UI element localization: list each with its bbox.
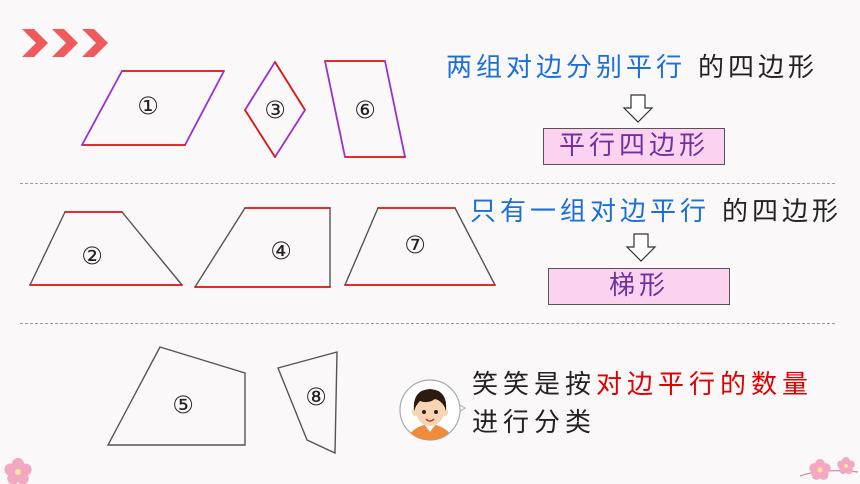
suffix-text: 的四边形 (722, 197, 843, 227)
triple-chevron-right-icon (22, 29, 108, 57)
note-line-1: 笑笑是按对边平行的数量 (472, 366, 813, 404)
edge-left (81, 70, 123, 146)
condition-text: 只有一组对边平行 (470, 197, 711, 227)
edge-upper-right (274, 61, 306, 111)
note-line-2: 进行分类 (472, 408, 597, 438)
edge-left (194, 207, 246, 288)
note-highlight: 对边平行的数量 (596, 370, 814, 400)
shape-trapezoid-7: ⑦ (344, 207, 496, 286)
parallelogram-definition: 两组对边分别平行的四边形 (446, 51, 818, 85)
quadrilateral-outline (277, 351, 338, 455)
shape-number-label: ② (81, 242, 103, 270)
edge-right (184, 70, 225, 146)
down-arrow-icon (625, 233, 657, 262)
note-prefix: 笑笑是按 (472, 370, 597, 400)
trapezoid-definition: 只有一组对边平行的四边形 (470, 195, 842, 229)
edge-right (454, 207, 496, 286)
shape-number-label: ⑧ (305, 383, 327, 411)
edge-lower-left (244, 109, 276, 158)
edge-left (324, 60, 346, 158)
shape-number-label: ④ (270, 237, 292, 265)
down-arrow-icon (622, 94, 654, 123)
shape-number-label: ⑦ (404, 231, 426, 259)
shape-parallelogram-1: ① (81, 70, 225, 146)
suffix-text: 的四边形 (698, 53, 819, 83)
shape-trapezoid-4: ④ (194, 207, 331, 288)
edge-left (344, 207, 379, 286)
classification-note: 笑笑是按对边平行的数量 进行分类 (472, 366, 813, 442)
shape-number-label: ③ (264, 96, 286, 124)
edge-left (29, 211, 66, 286)
dashed-divider (20, 183, 835, 184)
shape-rhombus-3: ③ (244, 61, 306, 158)
shape-parallelogram-6: ⑥ (324, 60, 406, 158)
flower-icon (4, 458, 32, 484)
edge-right (121, 211, 183, 286)
shape-number-label: ⑤ (172, 391, 194, 419)
dashed-divider (20, 323, 835, 324)
shape-trapezoid-2: ② (29, 211, 183, 286)
shape-number-label: ① (137, 92, 159, 120)
result-box-trapezoid: 梯形 (548, 268, 730, 305)
boy-avatar-icon (399, 379, 466, 441)
edge-right (384, 60, 406, 158)
edge-lower-right (274, 109, 306, 158)
shape-quadrilateral-5: ⑤ (106, 346, 246, 446)
flower-icon (799, 457, 859, 480)
result-box-parallelogram: 平行四边形 (543, 128, 725, 165)
quadrilateral-outline (106, 346, 246, 446)
edge-upper-left (244, 61, 276, 111)
condition-text: 两组对边分别平行 (446, 53, 687, 83)
shape-number-label: ⑥ (354, 96, 376, 124)
shape-quadrilateral-8: ⑧ (277, 351, 338, 455)
